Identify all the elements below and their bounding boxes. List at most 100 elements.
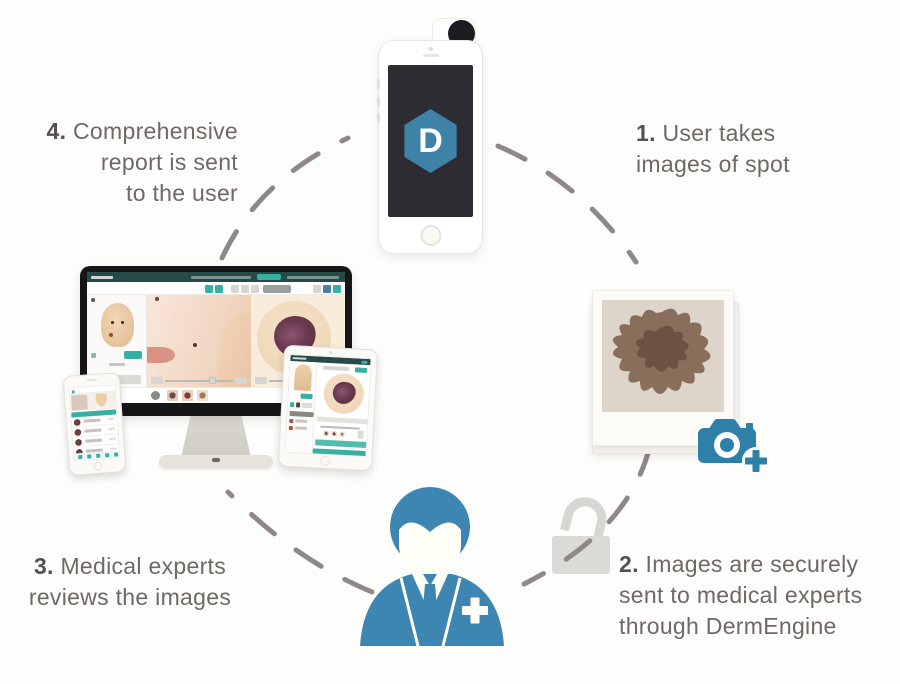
thumbnail bbox=[182, 390, 193, 401]
app-navbar bbox=[87, 272, 345, 282]
list-row-dark bbox=[289, 411, 314, 418]
strip-icon bbox=[151, 391, 160, 400]
toolbar-button bbox=[241, 285, 249, 293]
toolbar-button bbox=[231, 285, 239, 293]
mute-switch bbox=[377, 79, 380, 89]
arc-polaroid-to-doctor bbox=[521, 443, 653, 587]
home-button bbox=[319, 455, 331, 467]
nav-menu-items bbox=[191, 275, 251, 279]
mannequin-bust bbox=[93, 392, 109, 409]
slider-button bbox=[235, 377, 247, 384]
mobile-app-phone bbox=[62, 372, 127, 476]
toolbar-button bbox=[313, 285, 321, 293]
home-button bbox=[420, 225, 441, 246]
mobile-app-screen bbox=[68, 384, 121, 462]
medical-expert-icon bbox=[360, 487, 504, 647]
nav-active-item bbox=[361, 360, 368, 364]
mole-thumbnail bbox=[73, 418, 82, 426]
dermoscopy-mole bbox=[331, 380, 358, 406]
arc-monitor-to-phone bbox=[219, 135, 351, 261]
dermoscopy-image bbox=[322, 372, 365, 415]
date-text bbox=[83, 418, 101, 423]
step-2-number: 2. bbox=[619, 551, 639, 577]
patient-photo-row bbox=[69, 391, 116, 412]
tab-icon bbox=[87, 454, 92, 459]
padlock-body bbox=[552, 536, 610, 574]
slider-button bbox=[151, 377, 163, 384]
step-4-number: 4. bbox=[46, 118, 67, 144]
padlock-shackle bbox=[560, 497, 607, 540]
lips bbox=[147, 347, 175, 363]
tab-icon bbox=[96, 453, 101, 458]
nostril-shadow bbox=[155, 297, 159, 301]
teal-banner bbox=[312, 448, 366, 458]
toolbar-pills bbox=[323, 365, 350, 372]
monitor-base bbox=[159, 455, 273, 468]
arc-doctor-to-monitor bbox=[225, 489, 375, 595]
status-dot-red bbox=[288, 425, 293, 431]
smartphone-body: D bbox=[377, 40, 483, 254]
back-chevron bbox=[91, 353, 96, 358]
nav-user-menu bbox=[287, 275, 339, 279]
earpiece-slot bbox=[422, 54, 439, 57]
slider-handle bbox=[209, 377, 216, 384]
tablet-app-screen bbox=[284, 353, 372, 458]
tab-icon bbox=[105, 453, 110, 458]
step-3-label: 3. Medical experts reviews the images bbox=[10, 551, 250, 613]
mannequin-torso bbox=[293, 364, 313, 392]
app-logo bbox=[292, 357, 307, 360]
toolbar-button-teal bbox=[333, 285, 341, 293]
toolbar-button-blue bbox=[323, 285, 331, 293]
mannequin-eye bbox=[111, 321, 114, 324]
mole-marker bbox=[109, 333, 113, 337]
earpiece-slot bbox=[86, 378, 97, 382]
zoom-slider bbox=[151, 376, 247, 385]
app-logo bbox=[91, 275, 113, 279]
photo-thumb bbox=[70, 394, 88, 411]
stand-notch bbox=[212, 458, 220, 462]
mole-on-chin bbox=[193, 343, 197, 347]
tab-icon bbox=[114, 452, 119, 457]
thumbnail bbox=[197, 390, 208, 401]
visual-search-button bbox=[263, 285, 291, 293]
thumbnail bbox=[167, 390, 178, 401]
slider-button bbox=[255, 377, 267, 384]
step-2-line-1: 2. Images are securely bbox=[619, 551, 859, 577]
front-camera-dot bbox=[428, 47, 433, 51]
step-4-line-1: 4. Comprehensive bbox=[46, 118, 238, 144]
smartphone-with-dermatoscope: D bbox=[370, 16, 490, 258]
side-icons bbox=[357, 430, 364, 439]
meta-text bbox=[108, 427, 116, 431]
tablet-app-device bbox=[277, 344, 379, 472]
mole-blob bbox=[612, 308, 711, 394]
step-2-line-2: sent to medical experts bbox=[619, 582, 863, 608]
date-text bbox=[85, 438, 103, 443]
tie-blade bbox=[421, 584, 439, 646]
wide-teal-button bbox=[315, 439, 368, 449]
step-1-line-2: images of spot bbox=[636, 151, 790, 177]
tablet-dermoscopy bbox=[312, 362, 371, 458]
app-splash-screen: D bbox=[388, 65, 473, 217]
monitor-stand bbox=[181, 414, 251, 458]
medical-cross-v bbox=[470, 597, 480, 624]
step-4-line-3: to the user bbox=[126, 180, 238, 206]
tool-icon bbox=[289, 402, 295, 408]
mole-photo bbox=[602, 300, 724, 412]
mole-thumbnail bbox=[74, 428, 82, 436]
lapel-line-left bbox=[399, 577, 420, 647]
step-4-line-2: report is sent bbox=[100, 149, 238, 175]
tie-knot bbox=[423, 574, 437, 586]
volume-up-button bbox=[377, 97, 380, 107]
mannequin-eye bbox=[121, 321, 124, 324]
toolbar-button-teal bbox=[215, 285, 223, 293]
status-dot-red bbox=[289, 418, 294, 424]
lapel-line-right bbox=[441, 577, 462, 647]
thumbnail bbox=[323, 430, 329, 437]
arc-phone-to-polaroid bbox=[495, 143, 639, 265]
slider-line bbox=[320, 425, 361, 430]
mole-thumbnail bbox=[74, 438, 83, 446]
camera-plus-icon bbox=[698, 419, 770, 474]
spots-label bbox=[109, 363, 125, 366]
app-toolbar bbox=[87, 282, 345, 295]
